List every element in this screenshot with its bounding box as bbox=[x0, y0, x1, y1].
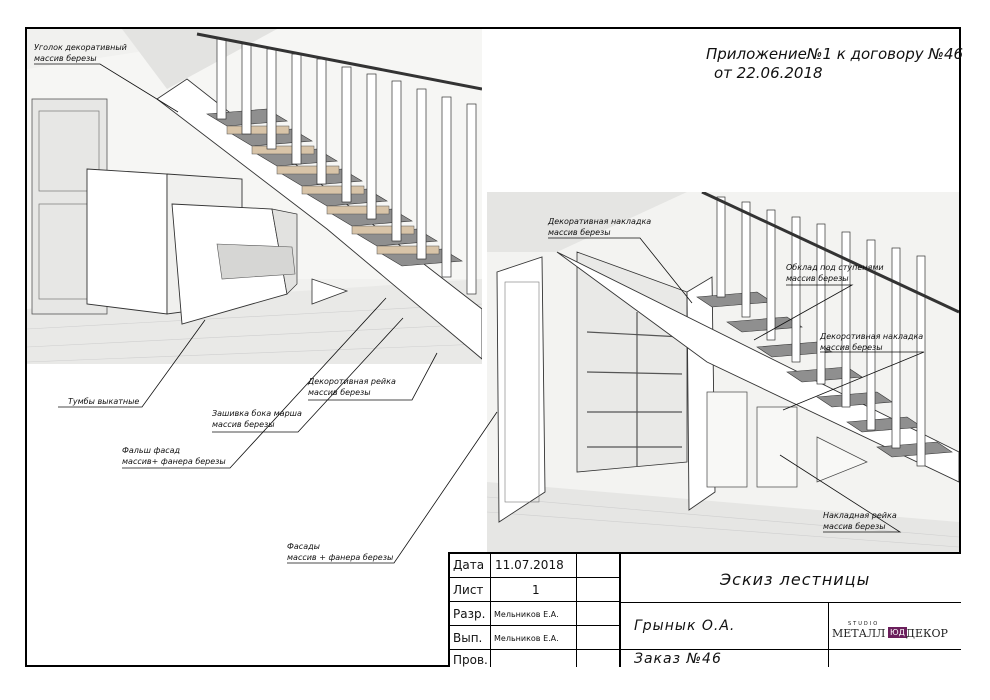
callout-deco-overlay-right: Декоротивная накладка массив березы bbox=[820, 331, 923, 353]
executor-label: Вып. bbox=[453, 631, 483, 645]
sheet-value: 1 bbox=[532, 583, 540, 597]
callout-deco-overlay-right-line2: массив березы bbox=[820, 343, 883, 352]
callout-corner-line1: Уголок декоративный bbox=[34, 43, 127, 52]
callout-step-trim: Обклад под ступенями массив березы bbox=[786, 262, 884, 284]
callout-facades: Фасады массив + фанера березы bbox=[287, 541, 393, 563]
company-logo: STUDIO МЕТАЛЛ ЮД ДЕКОР bbox=[828, 621, 958, 646]
callout-deco-overlay-top-line1: Декоративная накладка bbox=[548, 217, 652, 226]
logo-studio: STUDIO bbox=[848, 621, 880, 627]
callout-side-cladding: Зашивка бока марша массив березы bbox=[212, 408, 302, 430]
callout-deco-rail-left-line2: массив березы bbox=[308, 388, 371, 397]
callout-false-facade-line1: Фальш фасад bbox=[122, 446, 181, 455]
checker-label: Пров. bbox=[453, 653, 488, 667]
callout-deco-rail-left-line1: Декоротивная рейка bbox=[308, 377, 396, 386]
developer-value: Мельников Е.А. bbox=[494, 610, 559, 619]
appendix-line-2: от 22.06.2018 bbox=[714, 64, 823, 82]
title-block: Дата 11.07.2018 Лист 1 Разр. Мельников Е… bbox=[448, 552, 961, 667]
logo-mark: ЮД bbox=[888, 627, 907, 638]
callout-side-cladding-line2: массив березы bbox=[212, 420, 275, 429]
logo-word-right: ДЕКОР bbox=[906, 627, 948, 640]
callout-step-trim-line2: массив березы bbox=[786, 274, 849, 283]
callout-side-cladding-line1: Зашивка бока марша bbox=[212, 409, 302, 418]
callout-facades-line2: массив + фанера березы bbox=[287, 553, 394, 562]
developer-label: Разр. bbox=[453, 607, 486, 621]
drawing-title: Эскиз лестницы bbox=[720, 570, 871, 589]
callout-step-trim-line1: Обклад под ступенями bbox=[786, 263, 884, 272]
callout-corner-line2: массив березы bbox=[34, 54, 97, 63]
callout-deco-overlay-top: Декоративная накладка массив березы bbox=[548, 216, 651, 238]
staircase-render-right bbox=[487, 192, 959, 552]
sheet-label: Лист bbox=[453, 583, 484, 597]
order-number: Заказ №46 bbox=[634, 651, 722, 667]
appendix-line-1: Приложение№1 к договору №46 bbox=[706, 45, 964, 63]
callout-facades-line1: Фасады bbox=[287, 542, 320, 551]
date-label: Дата bbox=[453, 558, 485, 572]
staircase-render-left bbox=[27, 29, 482, 364]
staircase-illustration-right bbox=[487, 192, 959, 552]
callout-overlay-rail-line2: массив березы bbox=[823, 522, 886, 531]
callout-corner: Уголок декоративный массив березы bbox=[34, 42, 127, 64]
callout-overlay-rail: Накладная рейка массив березы bbox=[823, 510, 897, 532]
callout-false-facade-line2: массив+ фанера березы bbox=[122, 457, 226, 466]
callout-deco-overlay-top-line2: массив березы bbox=[548, 228, 611, 237]
callout-overlay-rail-line1: Накладная рейка bbox=[823, 511, 897, 520]
client-name: Грынык О.А. bbox=[634, 618, 736, 634]
staircase-illustration-left bbox=[27, 29, 482, 364]
callout-deco-overlay-right-line1: Декоротивная накладка bbox=[820, 332, 924, 341]
callout-deco-rail-left: Декоротивная рейка массив березы bbox=[308, 376, 396, 398]
executor-value: Мельников Е.А. bbox=[494, 634, 559, 643]
callout-false-facade: Фальш фасад массив+ фанера березы bbox=[122, 445, 226, 467]
date-value: 11.07.2018 bbox=[495, 558, 564, 572]
logo-word-left: МЕТАЛЛ bbox=[832, 627, 886, 640]
callout-drawers: Тумбы выкатные bbox=[68, 397, 140, 406]
